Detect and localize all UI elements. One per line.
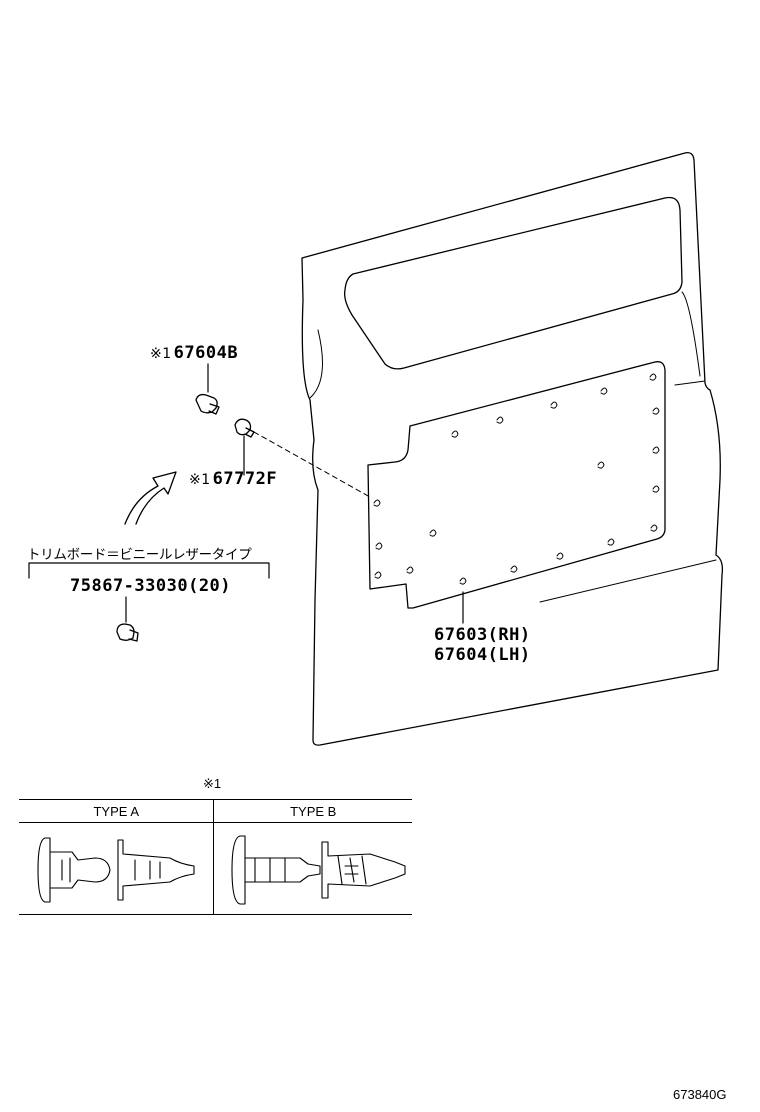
screw-clip-icon <box>116 596 139 642</box>
footer-code: 673840G <box>673 1087 727 1102</box>
type-a-header: TYPE A <box>19 799 214 823</box>
type-table-mark: ※1 <box>203 776 222 791</box>
type-b-cell <box>213 822 412 915</box>
note-mark: ※1 <box>189 472 211 488</box>
part-number: 67772F <box>212 469 278 489</box>
label-board-rh: 67603(RH) <box>434 625 531 645</box>
board-clip-holes <box>373 373 660 585</box>
part-number: 67604B <box>173 343 239 363</box>
clip-67604B-icon <box>195 363 220 415</box>
type-b-header: TYPE B <box>213 799 412 823</box>
note-mark: ※1 <box>150 346 172 362</box>
curved-arrow-icon <box>124 471 177 525</box>
label-board-lh: 67604(LH) <box>434 645 531 665</box>
door-panel <box>301 152 724 746</box>
clip-67772F-icon <box>234 418 371 498</box>
label-screw-part: 75867-33030(20) <box>70 576 232 596</box>
note-bracket <box>28 562 270 579</box>
trim-board <box>367 361 666 609</box>
clip-type-table: TYPE A TYPE B <box>19 799 412 915</box>
trim-note: トリムボード＝ビニールレザータイプ <box>27 547 252 563</box>
type-a-cell <box>19 822 214 915</box>
